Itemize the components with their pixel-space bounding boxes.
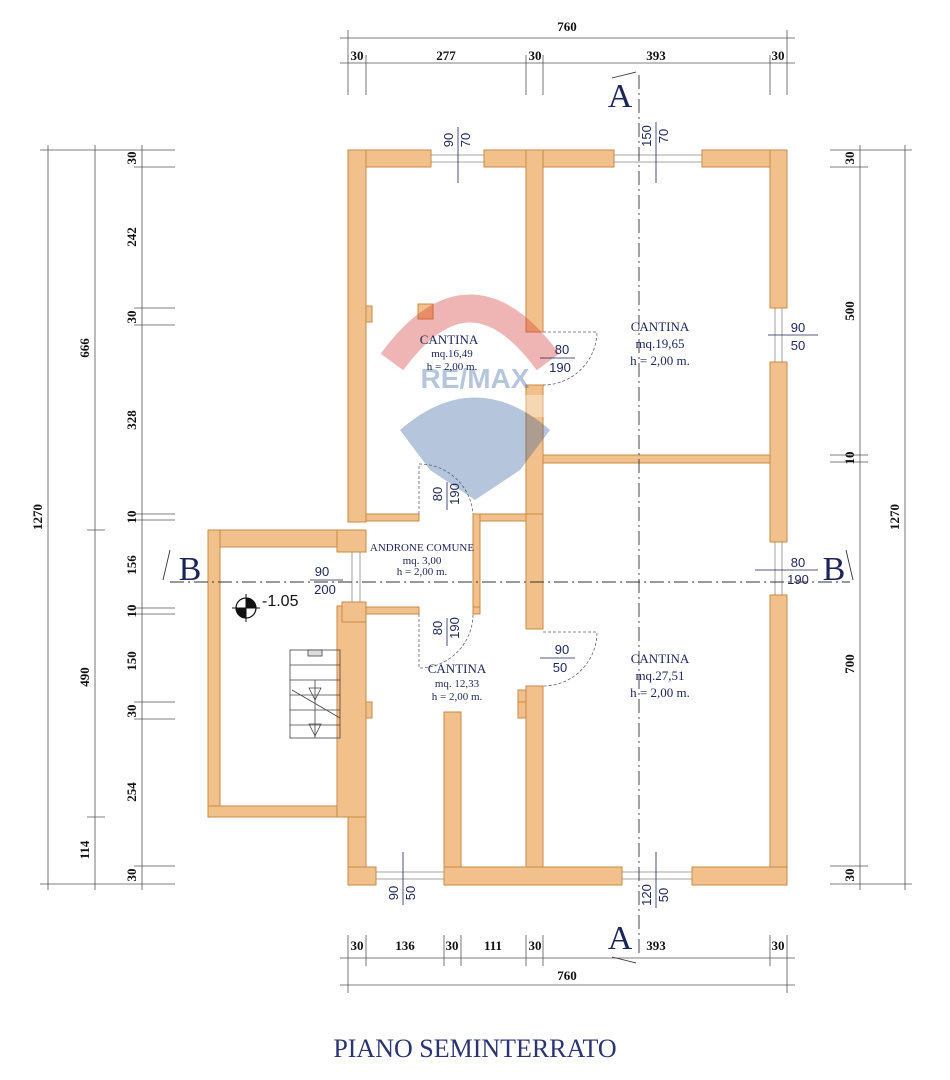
bottom-dimensions: 30 136 30 111 30 393 30 760 — [351, 938, 785, 983]
left-dimensions: 1270 666 490 114 30 242 30 328 10 156 10… — [30, 152, 139, 882]
opening-2-w: 150 — [639, 125, 654, 147]
dim-right-5: 30 — [842, 869, 857, 882]
dim-left-8: 150 — [124, 651, 139, 671]
opening-1-h: 70 — [458, 133, 473, 147]
dim-left-mid-3: 114 — [77, 840, 92, 859]
dim-bottom-5: 30 — [529, 938, 542, 953]
opening-5-w: 80 — [430, 487, 445, 501]
dim-bottom-6: 393 — [646, 938, 666, 953]
dim-bottom-total: 760 — [557, 968, 577, 983]
dim-left-mid-2: 490 — [77, 667, 92, 687]
room-5-height: h = 2,00 m. — [630, 685, 690, 700]
opening-3-w: 80 — [555, 342, 569, 357]
section-b-left: B — [179, 551, 202, 588]
dim-left-mid-1: 666 — [77, 338, 92, 358]
room-2-area: mq.19,65 — [635, 336, 684, 351]
room-3-height: h = 2,00 m. — [397, 566, 448, 578]
dim-left-9: 30 — [124, 705, 139, 718]
dim-right-2: 500 — [842, 301, 857, 321]
dim-bottom-1: 30 — [351, 938, 364, 953]
opening-7-w: 80 — [430, 621, 445, 635]
opening-9-h: 190 — [787, 572, 809, 587]
opening-7-h: 190 — [447, 617, 462, 639]
dim-top-5: 30 — [772, 48, 785, 63]
opening-8-w: 90 — [555, 642, 569, 657]
opening-10-h: 50 — [403, 886, 418, 900]
opening-6-h: 200 — [314, 582, 336, 597]
room-2-height: h = 2,00 m. — [630, 353, 690, 368]
dim-right-3: 10 — [842, 452, 857, 465]
room-2-name: CANTINA — [631, 319, 690, 334]
level-value: -1.05 — [262, 593, 299, 610]
dim-right-1: 30 — [842, 152, 857, 165]
right-dimensions: 30 500 10 700 30 1270 — [842, 152, 902, 882]
dim-top-1: 30 — [351, 48, 364, 63]
room-1-name: CANTINA — [420, 332, 479, 347]
room-5-area: mq.27,51 — [635, 668, 684, 683]
door-swings — [418, 331, 598, 687]
dimension-lines — [40, 30, 912, 993]
remax-logo-text: RE/MAX — [421, 363, 530, 394]
remax-watermark: RE/MAX — [380, 294, 560, 500]
dim-left-total: 1270 — [30, 504, 45, 530]
dim-top-3: 30 — [529, 48, 542, 63]
dim-bottom-2: 136 — [395, 938, 415, 953]
opening-8-h: 50 — [553, 660, 567, 675]
room-3-area: mq. 3,00 — [403, 555, 442, 567]
opening-2-h: 70 — [656, 129, 671, 143]
level-marker-icon — [232, 594, 260, 622]
section-markers — [162, 71, 854, 964]
dim-left-2: 242 — [124, 227, 139, 247]
opening-5-h: 190 — [447, 483, 462, 505]
room-4-height: h = 2,00 m. — [432, 691, 483, 703]
section-b-right: B — [823, 551, 846, 588]
room-4-area: mq. 12,33 — [435, 678, 480, 690]
opening-9-w: 80 — [791, 555, 805, 570]
section-a-top: A — [608, 78, 633, 115]
room-3-name: ANDRONE COMUNE — [370, 542, 474, 554]
dim-top-4: 393 — [646, 48, 666, 63]
dim-top-2: 277 — [436, 48, 456, 63]
opening-labels: 90 70 150 70 80 190 90 50 80 190 90 200 … — [310, 122, 818, 908]
walls — [207, 149, 788, 886]
dim-right-total: 1270 — [887, 504, 902, 530]
top-dimensions: 760 30 277 30 393 30 — [351, 19, 785, 63]
room-labels: CANTINA mq.16,49 h = 2,00 m. CANTINA mq.… — [370, 319, 690, 703]
opening-1-w: 90 — [441, 133, 456, 147]
room-1-height: h = 2,00 m. — [427, 361, 478, 373]
dim-top-total: 760 — [557, 19, 577, 34]
dim-left-1: 30 — [124, 152, 139, 165]
dim-bottom-4: 111 — [484, 938, 502, 953]
room-5-name: CANTINA — [631, 651, 690, 666]
dim-left-6: 156 — [124, 555, 139, 575]
opening-4-h: 50 — [791, 338, 805, 353]
section-lines — [170, 75, 850, 955]
dim-left-4: 328 — [124, 410, 139, 430]
room-1-area: mq.16,49 — [431, 348, 473, 360]
opening-11-h: 50 — [656, 888, 671, 902]
dim-bottom-3: 30 — [446, 938, 459, 953]
plan-title: PIANO SEMINTERRATO — [333, 1034, 617, 1063]
opening-3-h: 190 — [549, 360, 571, 375]
room-4-name: CANTINA — [428, 661, 487, 676]
opening-10-w: 90 — [386, 886, 401, 900]
section-a-bottom: A — [608, 920, 633, 957]
dim-left-5: 10 — [124, 511, 139, 524]
stairs — [289, 649, 341, 739]
dim-right-4: 700 — [842, 654, 857, 674]
opening-11-w: 120 — [639, 884, 654, 906]
dim-left-3: 30 — [124, 311, 139, 324]
opening-4-w: 90 — [791, 320, 805, 335]
dim-left-7: 10 — [124, 605, 139, 618]
dim-bottom-7: 30 — [772, 938, 785, 953]
opening-6-w: 90 — [315, 564, 329, 579]
dim-left-11: 30 — [124, 869, 139, 882]
dim-left-10: 254 — [124, 782, 139, 802]
